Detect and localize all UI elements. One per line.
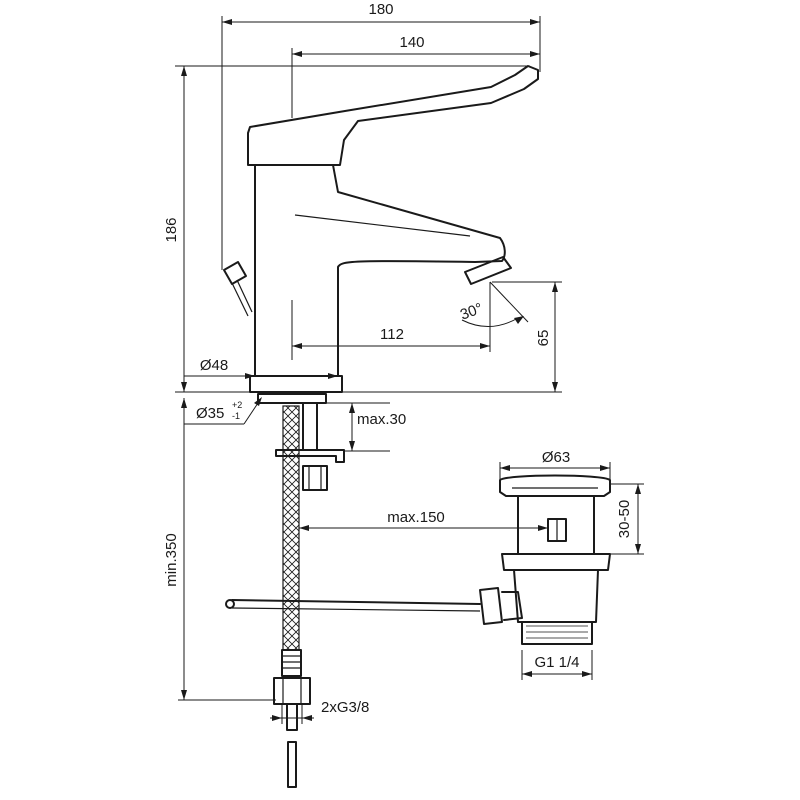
label-overall-width: 180 bbox=[368, 1, 393, 18]
label-waste-range: 30-50 bbox=[616, 500, 633, 538]
fixing-bracket bbox=[275, 449, 345, 463]
dimension-lines bbox=[175, 16, 644, 724]
threaded-stud bbox=[302, 402, 318, 451]
label-spray-angle: 30° bbox=[458, 300, 485, 324]
label-hole-tol-plus: +2 bbox=[232, 400, 242, 410]
aerator bbox=[464, 256, 512, 285]
label-spout-reach: 112 bbox=[380, 326, 404, 343]
label-max-deck: max.30 bbox=[357, 411, 406, 428]
hose-tail-pipe bbox=[286, 703, 298, 731]
label-hole-tol-minus: -1 bbox=[232, 411, 240, 421]
hose-crimp bbox=[281, 649, 302, 677]
label-min-hose: min.350 bbox=[163, 533, 180, 586]
pop-up-waste bbox=[225, 474, 611, 645]
fixing-nut bbox=[302, 465, 328, 491]
waste-lock-nut bbox=[501, 553, 611, 571]
flexible-hose bbox=[282, 405, 300, 651]
label-hole-diameter: Ø35 bbox=[196, 405, 224, 422]
lever-handle bbox=[247, 65, 539, 166]
pop-up-knob bbox=[223, 261, 247, 285]
label-waste-diameter: Ø63 bbox=[542, 449, 570, 466]
pop-up-lift-rod bbox=[236, 279, 253, 313]
body-feature-line bbox=[294, 214, 471, 237]
fixing-assembly bbox=[257, 393, 345, 788]
dimension-labels: 180 140 186 112 65 30° Ø48 Ø35 +2 -1 max… bbox=[163, 1, 633, 716]
pivot-coupling bbox=[479, 587, 503, 625]
label-lever-reach: 140 bbox=[399, 34, 424, 51]
mounting-washer bbox=[257, 393, 327, 404]
pull-rod bbox=[231, 599, 481, 605]
waste-flange bbox=[499, 474, 611, 497]
label-hose-thread: 2xG3/8 bbox=[321, 699, 369, 716]
waste-body bbox=[517, 495, 595, 555]
plug-slot bbox=[547, 518, 567, 542]
waste-lower-body bbox=[513, 569, 599, 623]
label-body-diameter: Ø48 bbox=[200, 357, 228, 374]
waste-threaded-tail bbox=[521, 621, 593, 645]
connection-nut bbox=[273, 677, 311, 705]
label-height: 186 bbox=[163, 217, 180, 242]
label-max-rod: max.150 bbox=[387, 509, 445, 526]
label-waste-thread: G1 1/4 bbox=[534, 654, 579, 671]
label-spout-height: 65 bbox=[535, 330, 552, 347]
tap-body bbox=[254, 164, 506, 377]
mixer-tap bbox=[223, 65, 539, 393]
